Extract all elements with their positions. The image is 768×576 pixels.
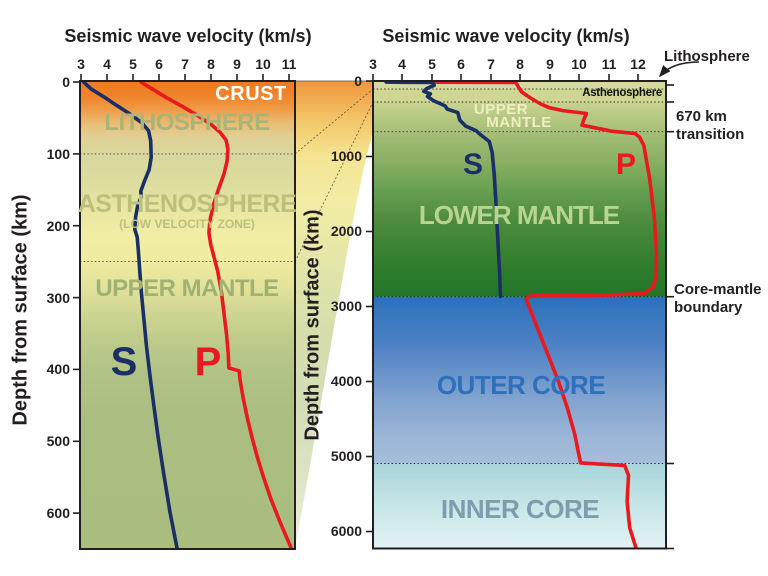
lithosphere-arrow [658,61,700,78]
right-x-tick-6: 6 [457,56,465,72]
left-plot-background [80,81,295,549]
right-s-wave-label: S [462,148,484,181]
right-x-tick-8: 8 [516,56,524,72]
right-x-tick-5: 5 [428,56,436,72]
right-region-outer-core: OUTER CORE [436,370,606,400]
right-s-wave-curve [384,81,503,299]
right-lithosphere-band [373,81,666,89]
annotation-cmb-line2: boundary [674,299,743,316]
right-x-tick-7: 7 [487,56,495,72]
right-outer-core-band [373,296,666,464]
right-y-tick-6000: 6000 [330,523,362,539]
left-y-tick-400: 400 [46,361,70,377]
left-s-wave-curve [81,81,179,550]
wedge-connector-100km [294,88,374,155]
right-p-wave-label: P [615,148,637,181]
zoom-wedge-shape [295,81,373,549]
left-y-tick-300: 300 [46,290,70,306]
right-x-tick-3: 3 [369,56,377,72]
right-p-wave-curve [434,81,659,549]
left-p-wave-curve [139,81,294,550]
right-region-lower-mantle: LOWER MANTLE [418,200,620,230]
right-x-tick-11: 11 [601,56,617,72]
left-x-tick-9: 9 [233,56,241,72]
left-x-tick-8: 8 [207,56,215,72]
right-y-tick-1000: 1000 [330,148,362,164]
right-x-tick-10: 10 [571,56,587,72]
right-y-tick-4000: 4000 [330,373,362,389]
left-y-tick-500: 500 [46,433,70,449]
right-x-tick-4: 4 [398,56,406,72]
right-region-upper-mantle-line1: UPPER [473,101,529,118]
left-y-tick-600: 600 [46,505,70,521]
annotation-670km-line1: 670 km [676,108,727,125]
left-y-tick-0: 0 [62,74,70,90]
left-region-crust: CRUST [215,83,287,105]
left-s-wave-label: S [110,340,138,384]
left-region-asthenosphere: ASTHENOSPHERE [77,190,297,218]
left-axis-ticks [73,74,290,514]
right-x-tick-9: 9 [546,56,554,72]
left-x-tick-3: 3 [77,56,85,72]
right-y-tick-5000: 5000 [330,448,362,464]
left-x-tick-4: 4 [103,56,111,72]
annotation-670km-line2: transition [676,126,745,143]
annotation-lithosphere: Lithosphere [664,48,750,65]
right-y-tick-0: 0 [354,73,362,89]
right-x-tick-12: 12 [630,56,646,72]
left-x-tick-5: 5 [129,56,137,72]
left-region-upper-mantle: UPPER MANTLE [95,275,279,302]
left-x-tick-10: 10 [255,56,271,72]
left-region-lithosphere: LITHOSPHERE [104,109,270,136]
left-y-axis-title: Depth from surface (km) [9,194,32,426]
left-plot-border [79,80,296,550]
right-inner-core-band [373,463,666,549]
right-region-upper-mantle-line2: MANTLE [486,114,552,131]
right-axis-ticks [366,74,674,550]
left-x-tick-6: 6 [155,56,163,72]
right-mantle-band [373,102,666,297]
left-y-tick-200: 200 [46,218,70,234]
wedge-connector-250km [294,101,374,262]
right-y-axis-title: Depth from surface (km) [301,209,324,441]
right-asthenosphere-band [373,89,666,102]
left-y-tick-100: 100 [46,146,70,162]
right-y-tick-2000: 2000 [330,223,362,239]
left-p-wave-label: P [194,340,222,384]
left-x-tick-7: 7 [181,56,189,72]
left-x-tick-11: 11 [281,56,297,72]
left-chart-title: Seismic wave velocity (km/s) [64,26,312,46]
annotation-cmb-line1: Core-mantle [674,281,762,298]
right-y-tick-3000: 3000 [330,298,362,314]
right-chart-title: Seismic wave velocity (km/s) [382,26,630,46]
right-region-asthenosphere: Asthenosphere [582,87,662,99]
left-region-low-velocity-zone: (LOW VELOCITY ZONE) [119,217,255,231]
right-region-inner-core: INNER CORE [440,494,600,524]
